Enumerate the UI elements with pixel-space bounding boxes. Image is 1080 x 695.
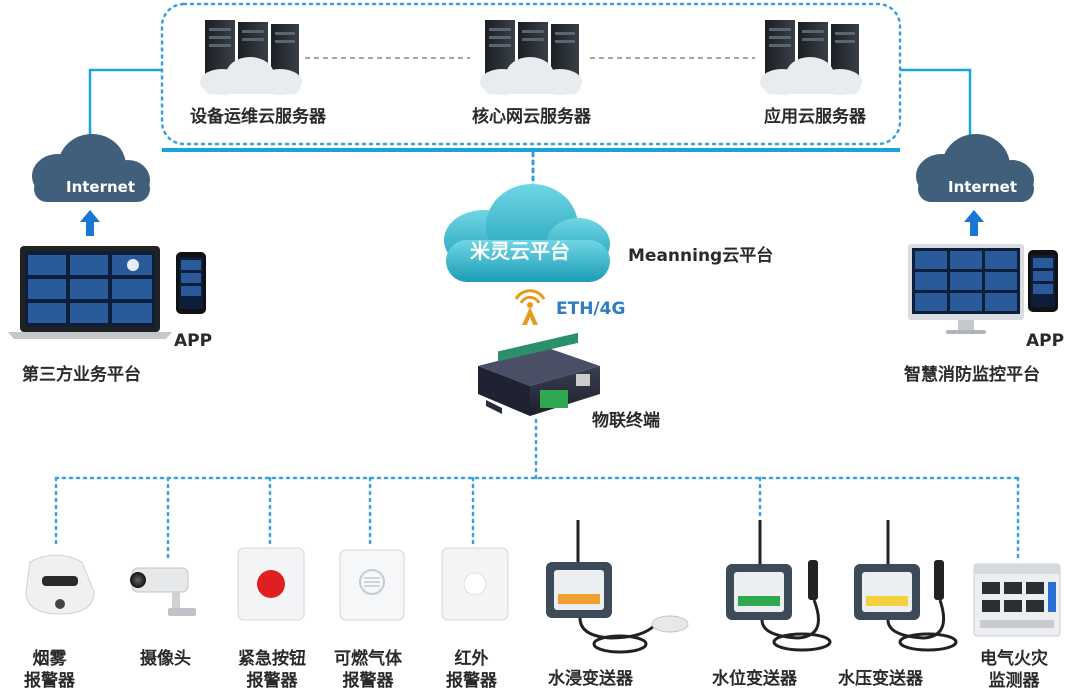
- up-arrow-icon: [80, 210, 100, 236]
- up-arrow-icon: [964, 210, 984, 236]
- smoke-alarm-icon: [25, 554, 95, 615]
- server-icon: [760, 20, 862, 95]
- device-label-emergency: 紧急按钮 报警器: [238, 649, 306, 691]
- water-immersion-sensor-icon: [546, 520, 689, 654]
- emergency-button-icon: [237, 547, 305, 621]
- device-label-smoke: 烟雾 报警器: [24, 649, 75, 691]
- right-uplink-line: [900, 68, 972, 140]
- device-label-pressure: 水压变送器: [838, 669, 923, 689]
- server-label-app: 应用云服务器: [764, 107, 866, 127]
- wireless-signal-icon: [514, 289, 546, 325]
- device-label-infrared: 红外 报警器: [446, 649, 497, 691]
- device-label-immersion: 水浸变送器: [548, 669, 633, 689]
- app-label-left: APP: [174, 331, 213, 351]
- monitor-icon: [908, 244, 1024, 334]
- left-uplink-line: [88, 68, 162, 140]
- server-icon: [480, 20, 582, 95]
- right-platform-label: 智慧消防监控平台: [904, 365, 1040, 385]
- server-label-core: 核心网云服务器: [472, 107, 591, 127]
- platform-name: 米灵云平台: [470, 239, 570, 263]
- water-pressure-sensor-icon: [854, 520, 958, 652]
- device-label-fire: 电气火灾 监测器: [980, 649, 1048, 691]
- internet-label-left: Internet: [66, 178, 136, 196]
- platform-caption: Meanning云平台: [628, 246, 774, 266]
- device-drop-lines: [54, 476, 1020, 564]
- water-level-sensor-icon: [726, 520, 832, 652]
- app-label-right: APP: [1026, 331, 1065, 351]
- infrared-detector-icon: [441, 547, 509, 621]
- laptop-icon: [8, 246, 172, 339]
- electrical-fire-monitor-icon: [973, 563, 1061, 637]
- left-platform-label: 第三方业务平台: [22, 365, 141, 385]
- server-icon: [200, 20, 302, 95]
- link-label: ETH/4G: [556, 299, 626, 319]
- device-label-camera: 摄像头: [140, 649, 191, 669]
- cloud-server-frame: [160, 2, 902, 146]
- platform-cloud-icon: [444, 184, 610, 282]
- server-label-ops: 设备运维云服务器: [190, 107, 326, 127]
- camera-icon: [130, 567, 196, 616]
- internet-cloud-icon: [916, 134, 1034, 202]
- terminal-label: 物联终端: [592, 411, 660, 431]
- device-label-level: 水位变送器: [712, 669, 797, 689]
- phone-icon: [176, 252, 206, 314]
- device-label-gas: 可燃气体 报警器: [334, 649, 402, 691]
- phone-icon: [1028, 250, 1058, 312]
- internet-cloud-icon: [32, 134, 150, 202]
- gas-detector-icon: [339, 549, 405, 621]
- iot-terminal-icon: [478, 332, 600, 416]
- internet-label-right: Internet: [948, 178, 1018, 196]
